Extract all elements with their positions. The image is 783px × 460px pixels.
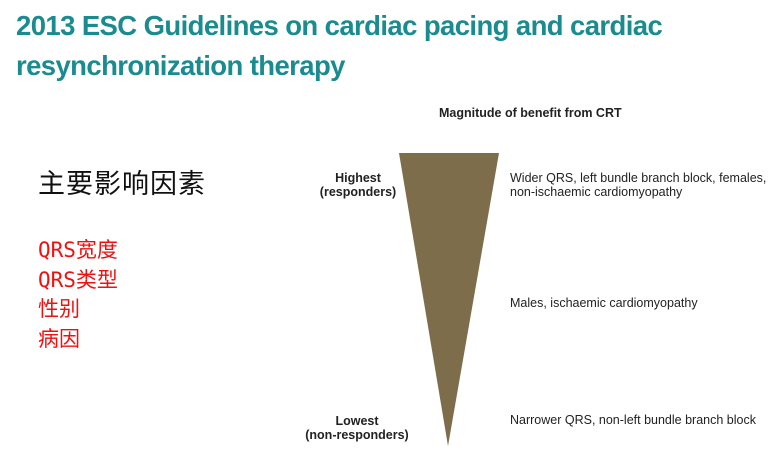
factor-item: 性别 [38, 297, 80, 321]
factor-item: QRS类型 [38, 267, 118, 292]
lowest-label-line-1: Lowest [335, 414, 379, 428]
factor-item: QRS宽度 [38, 238, 118, 262]
factors-heading: 主要影响因素 [38, 169, 206, 200]
slide-title: 2013 ESC Guidelines on cardiac pacing an… [16, 6, 776, 86]
lowest-label: Lowest (non-responders) [302, 414, 412, 442]
highest-label: Highest (responders) [303, 171, 413, 199]
factor-item: 病因 [38, 326, 80, 351]
highest-label-line-2: (responders) [319, 185, 397, 199]
intermediate-description: Males, ischaemic cardiomyopathy [510, 296, 698, 310]
benefit-wedge [399, 153, 499, 446]
responder-description-line-1: Wider QRS, left bundle branch block, fem… [510, 171, 767, 185]
factors-list: QRS宽度 QRS类型 性别 病因 [38, 236, 118, 354]
slide-title-line-1: 2013 ESC Guidelines on cardiac pacing an… [16, 10, 663, 41]
non-responder-description: Narrower QRS, non-left bundle branch blo… [510, 413, 756, 427]
lowest-label-line-2: (non-responders) [305, 428, 409, 442]
figure-title: Magnitude of benefit from CRT [439, 106, 622, 120]
responder-description-line-2: non-ischaemic cardiomyopathy [510, 185, 683, 199]
highest-label-line-1: Highest [335, 171, 381, 185]
responder-description: Wider QRS, left bundle branch block, fem… [510, 171, 766, 199]
slide-title-line-2: resynchronization therapy [16, 50, 345, 81]
